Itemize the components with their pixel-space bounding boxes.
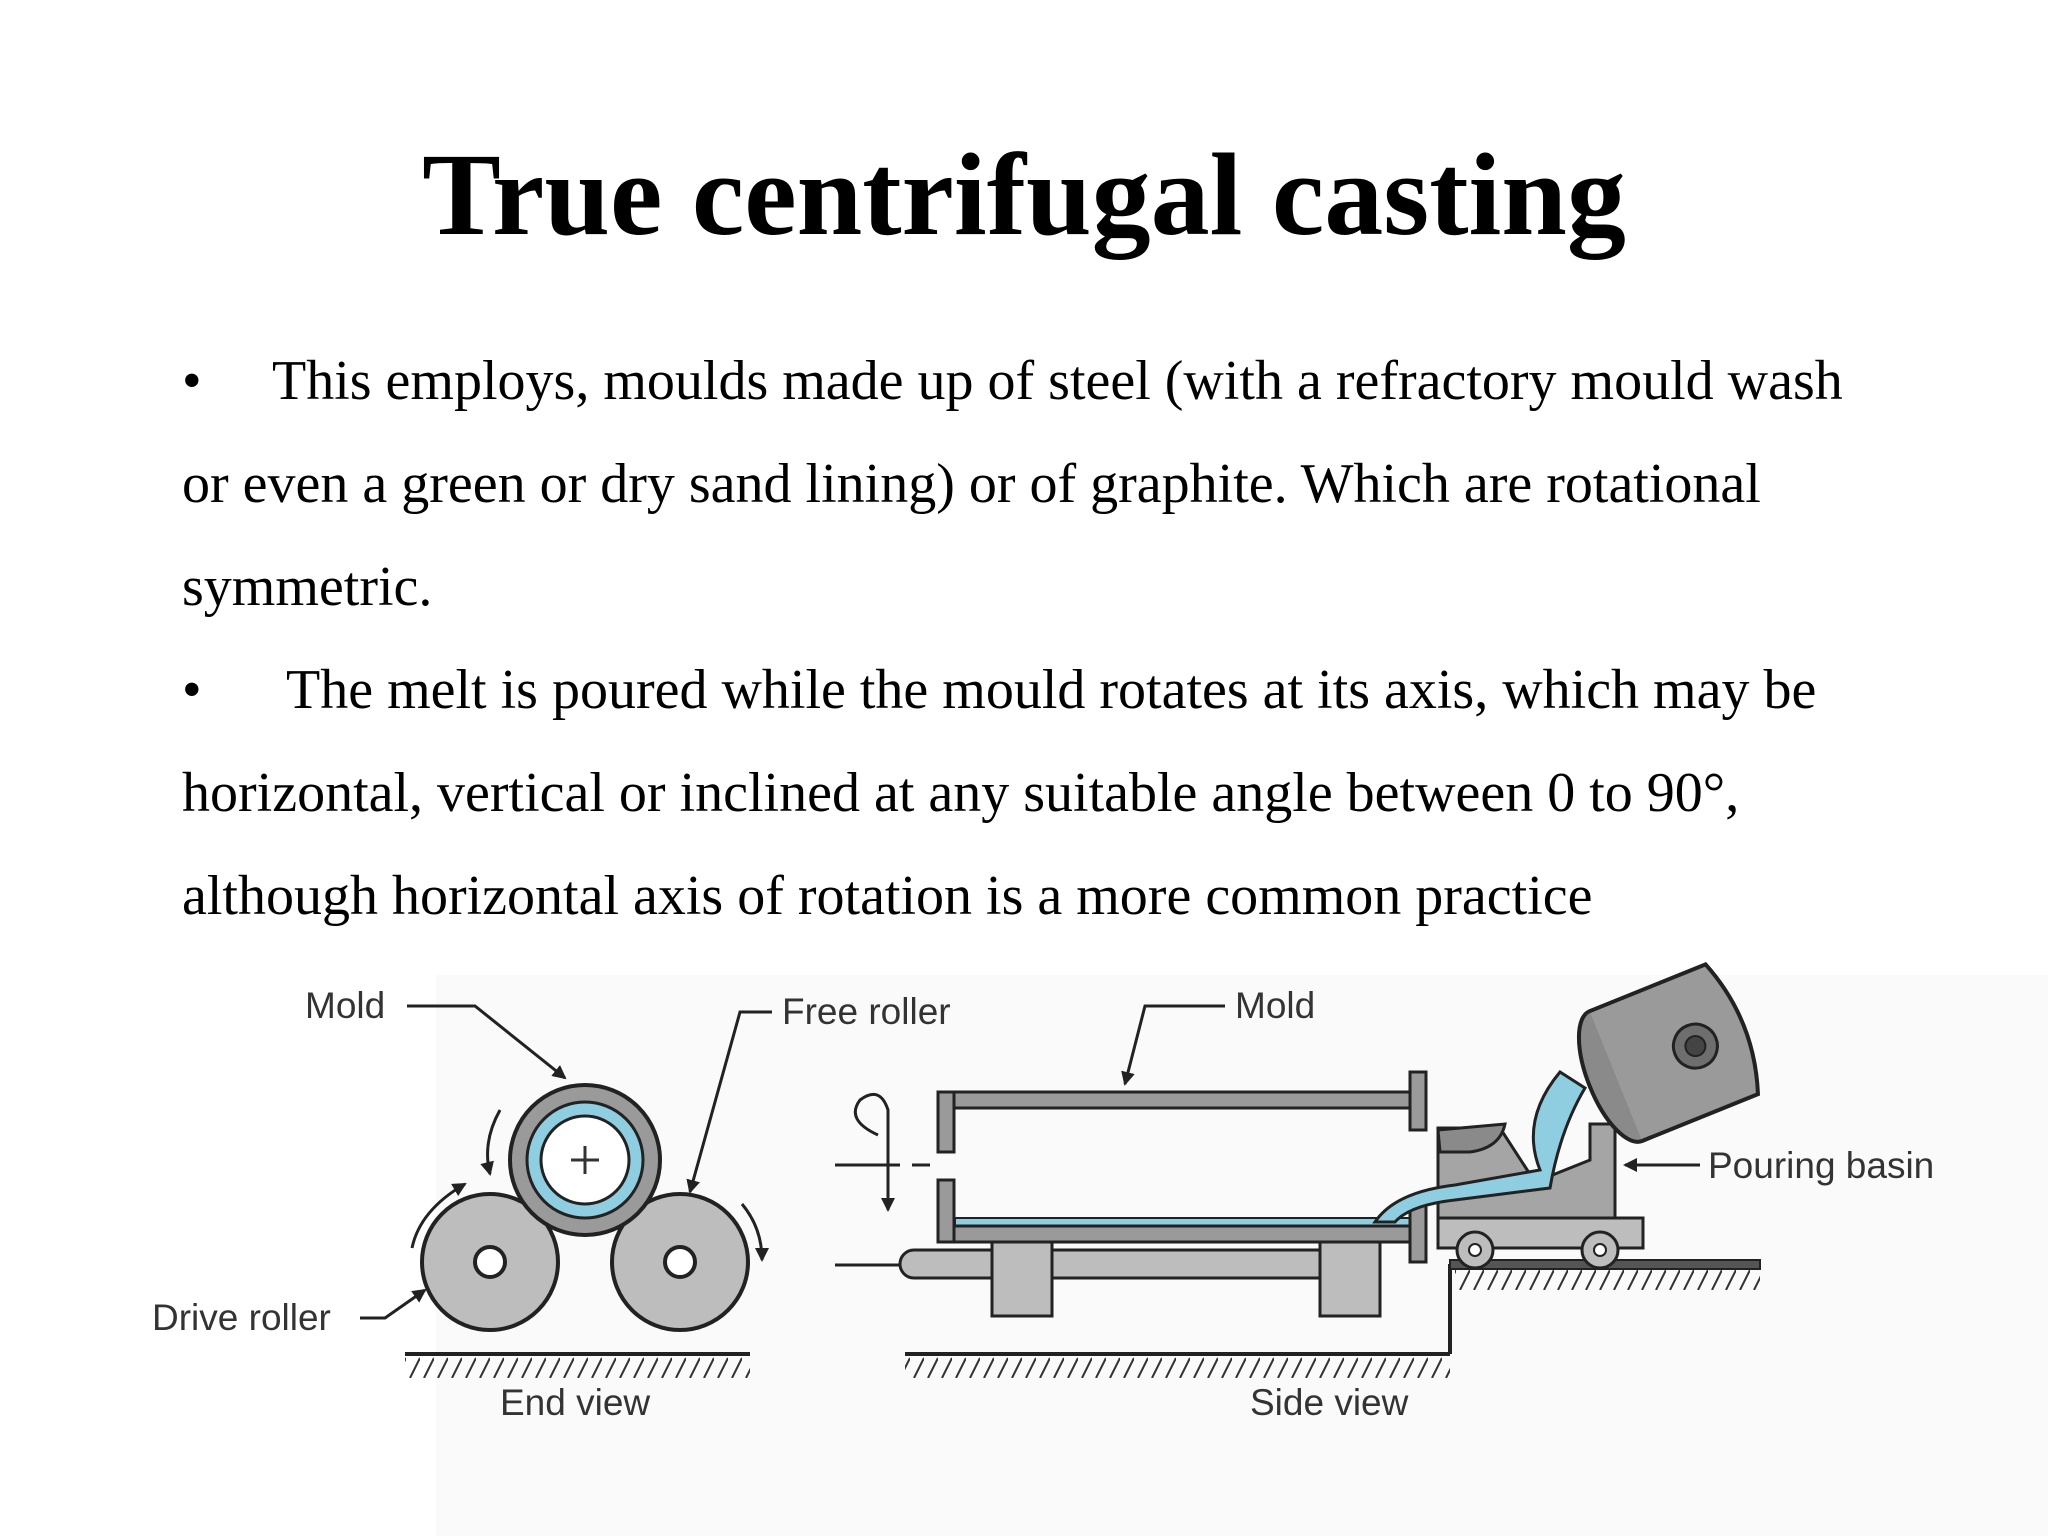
- side-view-group: Mold Pouring basin Side view: [835, 961, 1934, 1423]
- bullet-text: This employs, moulds made up of steel (w…: [182, 350, 1843, 618]
- mold-leader: [407, 1004, 567, 1080]
- label-side-view: Side view: [1250, 1382, 1409, 1423]
- label-mold-end: Mold: [305, 985, 385, 1026]
- mold-rotation-arrow: [480, 1109, 502, 1176]
- drive-roller-leader: [360, 1288, 427, 1320]
- label-free-roller: Free roller: [782, 991, 951, 1032]
- bullet-list: •This employs, moulds made up of steel (…: [182, 330, 1902, 948]
- ladle: [1576, 961, 1761, 1144]
- drive-roller: [420, 1192, 560, 1332]
- end-view-group: Mold Free roller Drive roller End view: [152, 985, 951, 1423]
- side-view-ground-hatch: [905, 1356, 1450, 1378]
- label-end-view: End view: [500, 1382, 650, 1423]
- bullet-text: The melt is poured while the mould rotat…: [182, 659, 1817, 927]
- slide-title: True centrifugal casting: [422, 129, 1626, 260]
- side-roller-left: [990, 1234, 1054, 1318]
- roller-shaft: [898, 1248, 1367, 1280]
- bullet-item: •This employs, moulds made up of steel (…: [182, 330, 1902, 639]
- bullet-marker: •: [182, 350, 202, 412]
- end-view-mold: [508, 1083, 662, 1237]
- side-view-mold: [936, 1070, 1428, 1264]
- free-roller: [610, 1192, 750, 1332]
- label-drive-roller: Drive roller: [152, 1297, 331, 1338]
- bullet-item: •The melt is poured while the mould rota…: [182, 639, 1902, 948]
- raised-ground-hatch: [1455, 1268, 1760, 1290]
- centrifugal-casting-figure: Mold Free roller Drive roller End view: [152, 961, 1934, 1423]
- molten-metal-stream: [1372, 1070, 1588, 1224]
- label-pouring-basin: Pouring basin: [1708, 1145, 1934, 1186]
- free-roller-leader: [686, 1010, 772, 1194]
- side-mold-leader: [1121, 1004, 1225, 1086]
- rotation-axis-arrow: [854, 1092, 895, 1212]
- end-view-ground-hatch: [405, 1356, 750, 1378]
- bullet-marker: •: [182, 659, 202, 721]
- label-mold-side: Mold: [1235, 985, 1315, 1026]
- free-rotation-arrow: [740, 1203, 769, 1262]
- side-roller-right: [1318, 1234, 1382, 1318]
- drive-rotation-arrow: [410, 1182, 467, 1249]
